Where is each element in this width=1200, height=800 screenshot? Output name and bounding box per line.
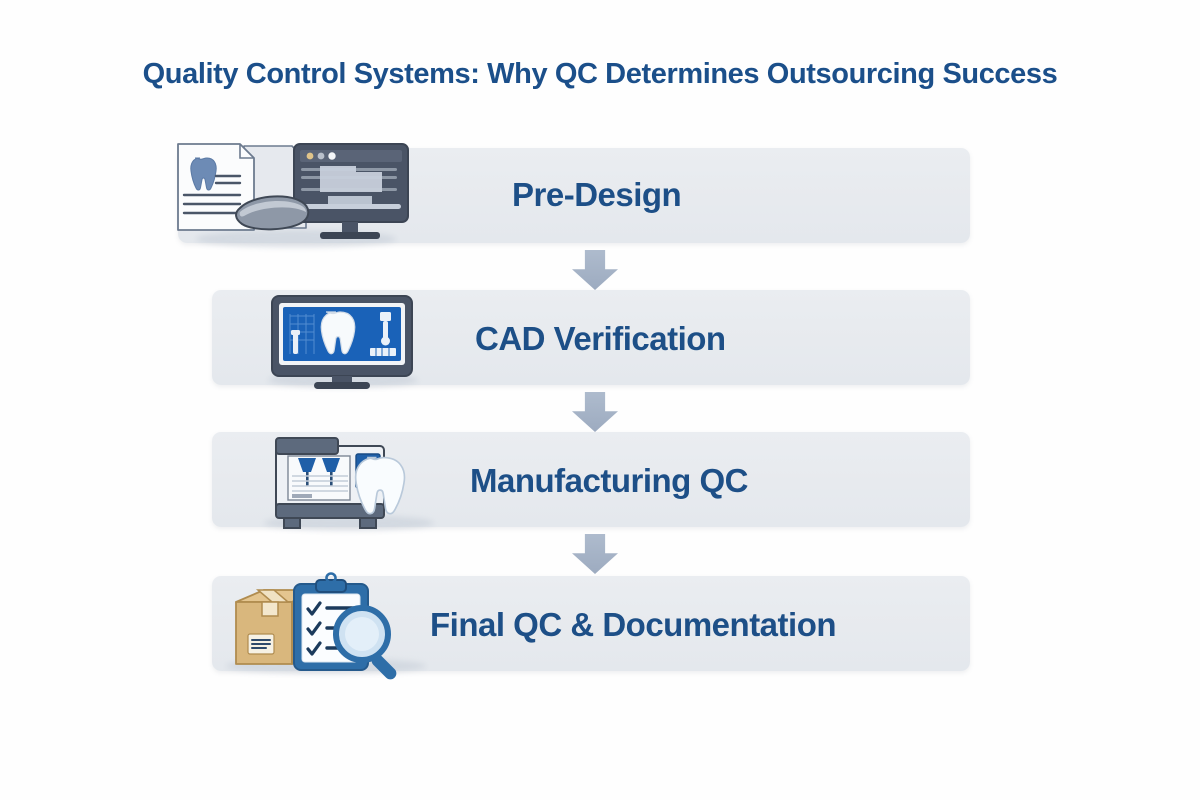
flow-arrow-1 bbox=[572, 250, 618, 290]
cad-monitor-tooth-icon bbox=[266, 292, 418, 392]
flow-arrow-2 bbox=[572, 392, 618, 432]
document-scanner-monitor-icon bbox=[170, 132, 420, 247]
box-clipboard-magnifier-icon bbox=[228, 572, 424, 680]
step-label-final-qc: Final QC & Documentation bbox=[430, 606, 837, 643]
step-label-cad-verification: CAD Verification bbox=[475, 320, 726, 357]
milling-machine-tooth-icon bbox=[266, 434, 436, 534]
step-label-manufacturing-qc: Manufacturing QC bbox=[470, 462, 749, 499]
step-label-pre-design: Pre-Design bbox=[512, 176, 682, 213]
page-title: Quality Control Systems: Why QC Determin… bbox=[142, 58, 1058, 90]
flow-arrow-3 bbox=[572, 534, 618, 574]
